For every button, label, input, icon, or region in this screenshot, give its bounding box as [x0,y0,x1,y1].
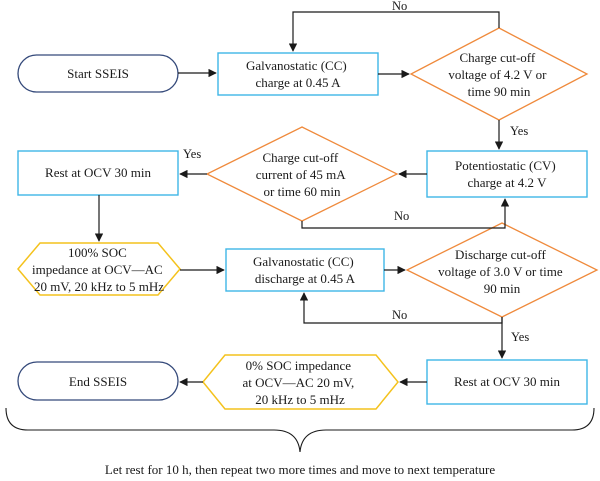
current-cutoff-label: Charge cut-off current of 45 mA or time … [256,150,348,199]
yes-label-discharge: Yes [511,330,529,344]
end-label: End SSEIS [69,374,127,389]
rest-ocv-label-1: Rest at OCV 30 min [45,165,151,180]
arrow-cutoff-no-loop [288,11,500,52]
arrow-current-cutoff-no-loop [301,198,510,229]
rest-ocv-label-2: Rest at OCV 30 min [454,374,560,389]
no-label-current-cutoff: No [394,209,409,223]
charge-cutoff-label: Charge cut-off voltage of 4.2 V or time … [448,50,549,99]
yes-label-charge-cutoff: Yes [510,124,528,138]
start-label: Start SSEIS [67,66,129,81]
soc100-impedance-hexagon [17,242,181,296]
soc0-label: 0% SOC impedance at OCV—AC 20 mV, 20 kHz… [243,358,358,407]
soc0-impedance-hexagon [202,354,399,410]
potentiostatic-box [426,150,588,198]
potentiostatic-label: Potentiostatic (CV) charge at 4.2 V [455,158,559,190]
yes-label-current-cutoff: Yes [183,147,201,161]
end-terminal [17,361,179,401]
no-label-discharge: No [392,308,407,322]
rest-ocv-box-2 [426,359,588,405]
galvanostatic-discharge-label: Galvanostatic (CC) discharge at 0.45 A [253,254,357,286]
soc100-label: 100% SOC impedance at OCV—AC 20 mV, 20 k… [32,245,166,294]
no-label-top: No [392,0,407,13]
bottom-brace [5,407,595,453]
rest-ocv-box-1 [17,150,179,196]
galvanostatic-discharge-box [225,248,385,292]
galvanostatic-charge-box [217,52,379,96]
discharge-cutoff-label: Discharge cut-off voltage of 3.0 V or ti… [438,247,566,296]
footer-caption: Let rest for 10 h, then repeat two more … [105,462,495,477]
galvanostatic-charge-label: Galvanostatic (CC) charge at 0.45 A [246,58,350,90]
